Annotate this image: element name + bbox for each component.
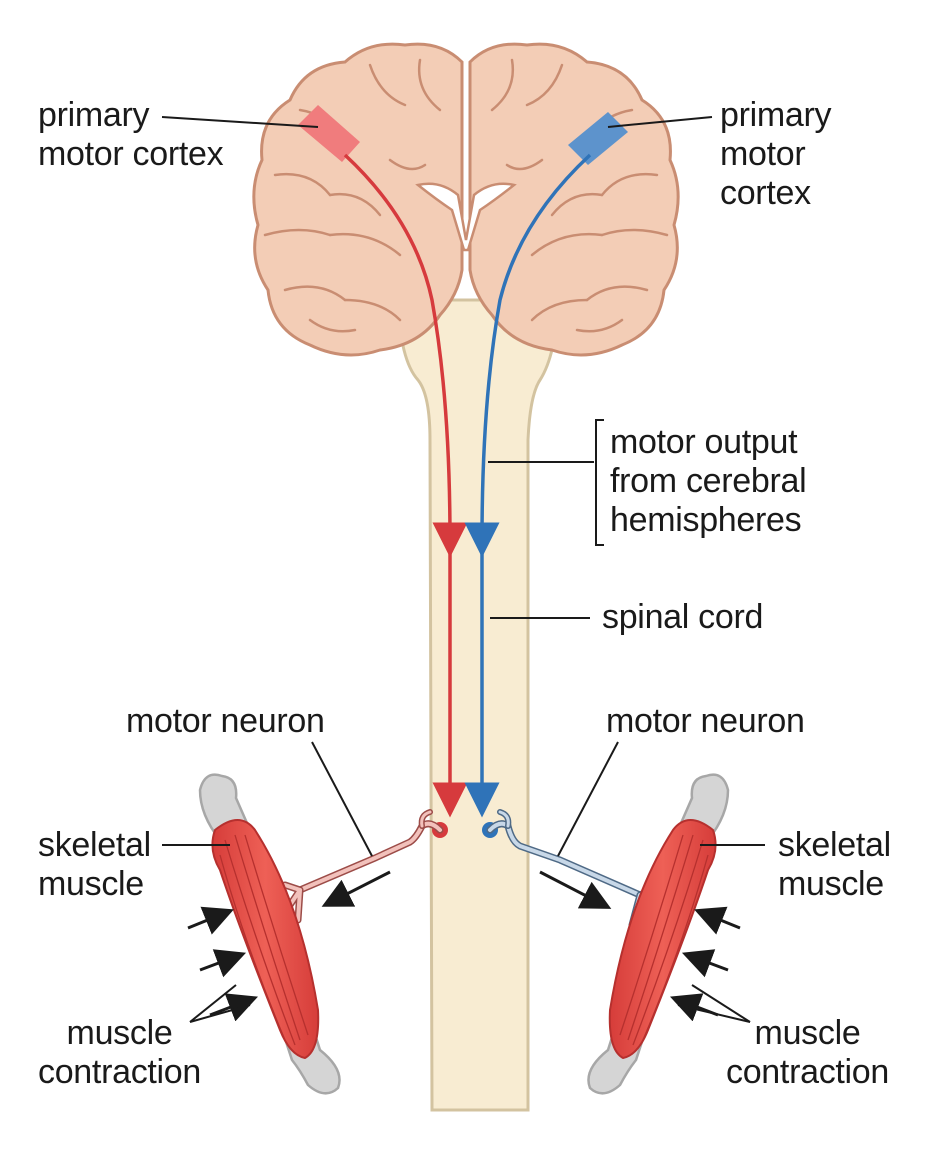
spinal-cord-shape	[396, 298, 560, 1112]
label-line: muscle	[754, 1014, 861, 1052]
label-line: motor cortex	[38, 135, 224, 173]
contraction-arrows-left	[187, 906, 259, 1022]
label-line: motor output	[610, 423, 798, 461]
right-skeletal-muscle	[608, 819, 717, 1060]
label-line: motor	[720, 135, 806, 173]
label-line: from cerebral	[610, 462, 807, 500]
primary-motor-cortex-right-area	[568, 112, 628, 165]
label-muscle-contraction-right: muscle contraction	[726, 1014, 889, 1092]
label-line: hemispheres	[610, 501, 802, 539]
label-line: primary	[720, 96, 832, 134]
primary-motor-cortex-left-area	[298, 105, 360, 162]
right-pathway-upper	[464, 153, 592, 558]
label-line: primary	[38, 96, 150, 134]
signal-arrow-left	[321, 870, 391, 907]
label-line: motor neuron	[606, 702, 805, 740]
right-hemisphere	[468, 42, 680, 357]
motor-neuron-left	[281, 809, 448, 924]
label-motor-output: motor output from cerebral hemispheres	[610, 423, 807, 540]
right-muscle-bone	[587, 773, 730, 1095]
leader-lines	[161, 116, 765, 1023]
label-line: skeletal	[778, 826, 891, 864]
left-skeletal-muscle	[211, 819, 320, 1060]
label-motor-neuron-left: motor neuron	[126, 702, 325, 741]
signal-arrow-right	[539, 870, 612, 909]
label-skeletal-muscle-left: skeletal muscle	[38, 826, 151, 904]
label-line: muscle	[38, 865, 144, 903]
label-line: spinal cord	[602, 598, 764, 636]
label-spinal-cord: spinal cord	[602, 598, 763, 637]
left-pathway-upper	[343, 153, 468, 558]
label-primary-motor-cortex-right: primary motor cortex	[720, 96, 832, 213]
left-muscle-bone	[198, 773, 341, 1095]
label-line: contraction	[726, 1053, 890, 1091]
label-line: motor neuron	[126, 702, 325, 740]
contraction-arrows-right	[669, 906, 741, 1022]
brain	[252, 42, 680, 357]
ventricles	[415, 182, 517, 252]
label-primary-motor-cortex-left: primary motor cortex	[38, 96, 224, 174]
label-line: muscle	[778, 865, 884, 903]
label-line: muscle	[66, 1014, 173, 1052]
label-line: contraction	[38, 1053, 202, 1091]
left-hemisphere	[252, 42, 464, 357]
label-muscle-contraction-left: muscle contraction	[38, 1014, 201, 1092]
label-skeletal-muscle-right: skeletal muscle	[778, 826, 891, 904]
label-motor-neuron-right: motor neuron	[606, 702, 805, 741]
label-line: cortex	[720, 174, 811, 212]
label-line: skeletal	[38, 826, 151, 864]
